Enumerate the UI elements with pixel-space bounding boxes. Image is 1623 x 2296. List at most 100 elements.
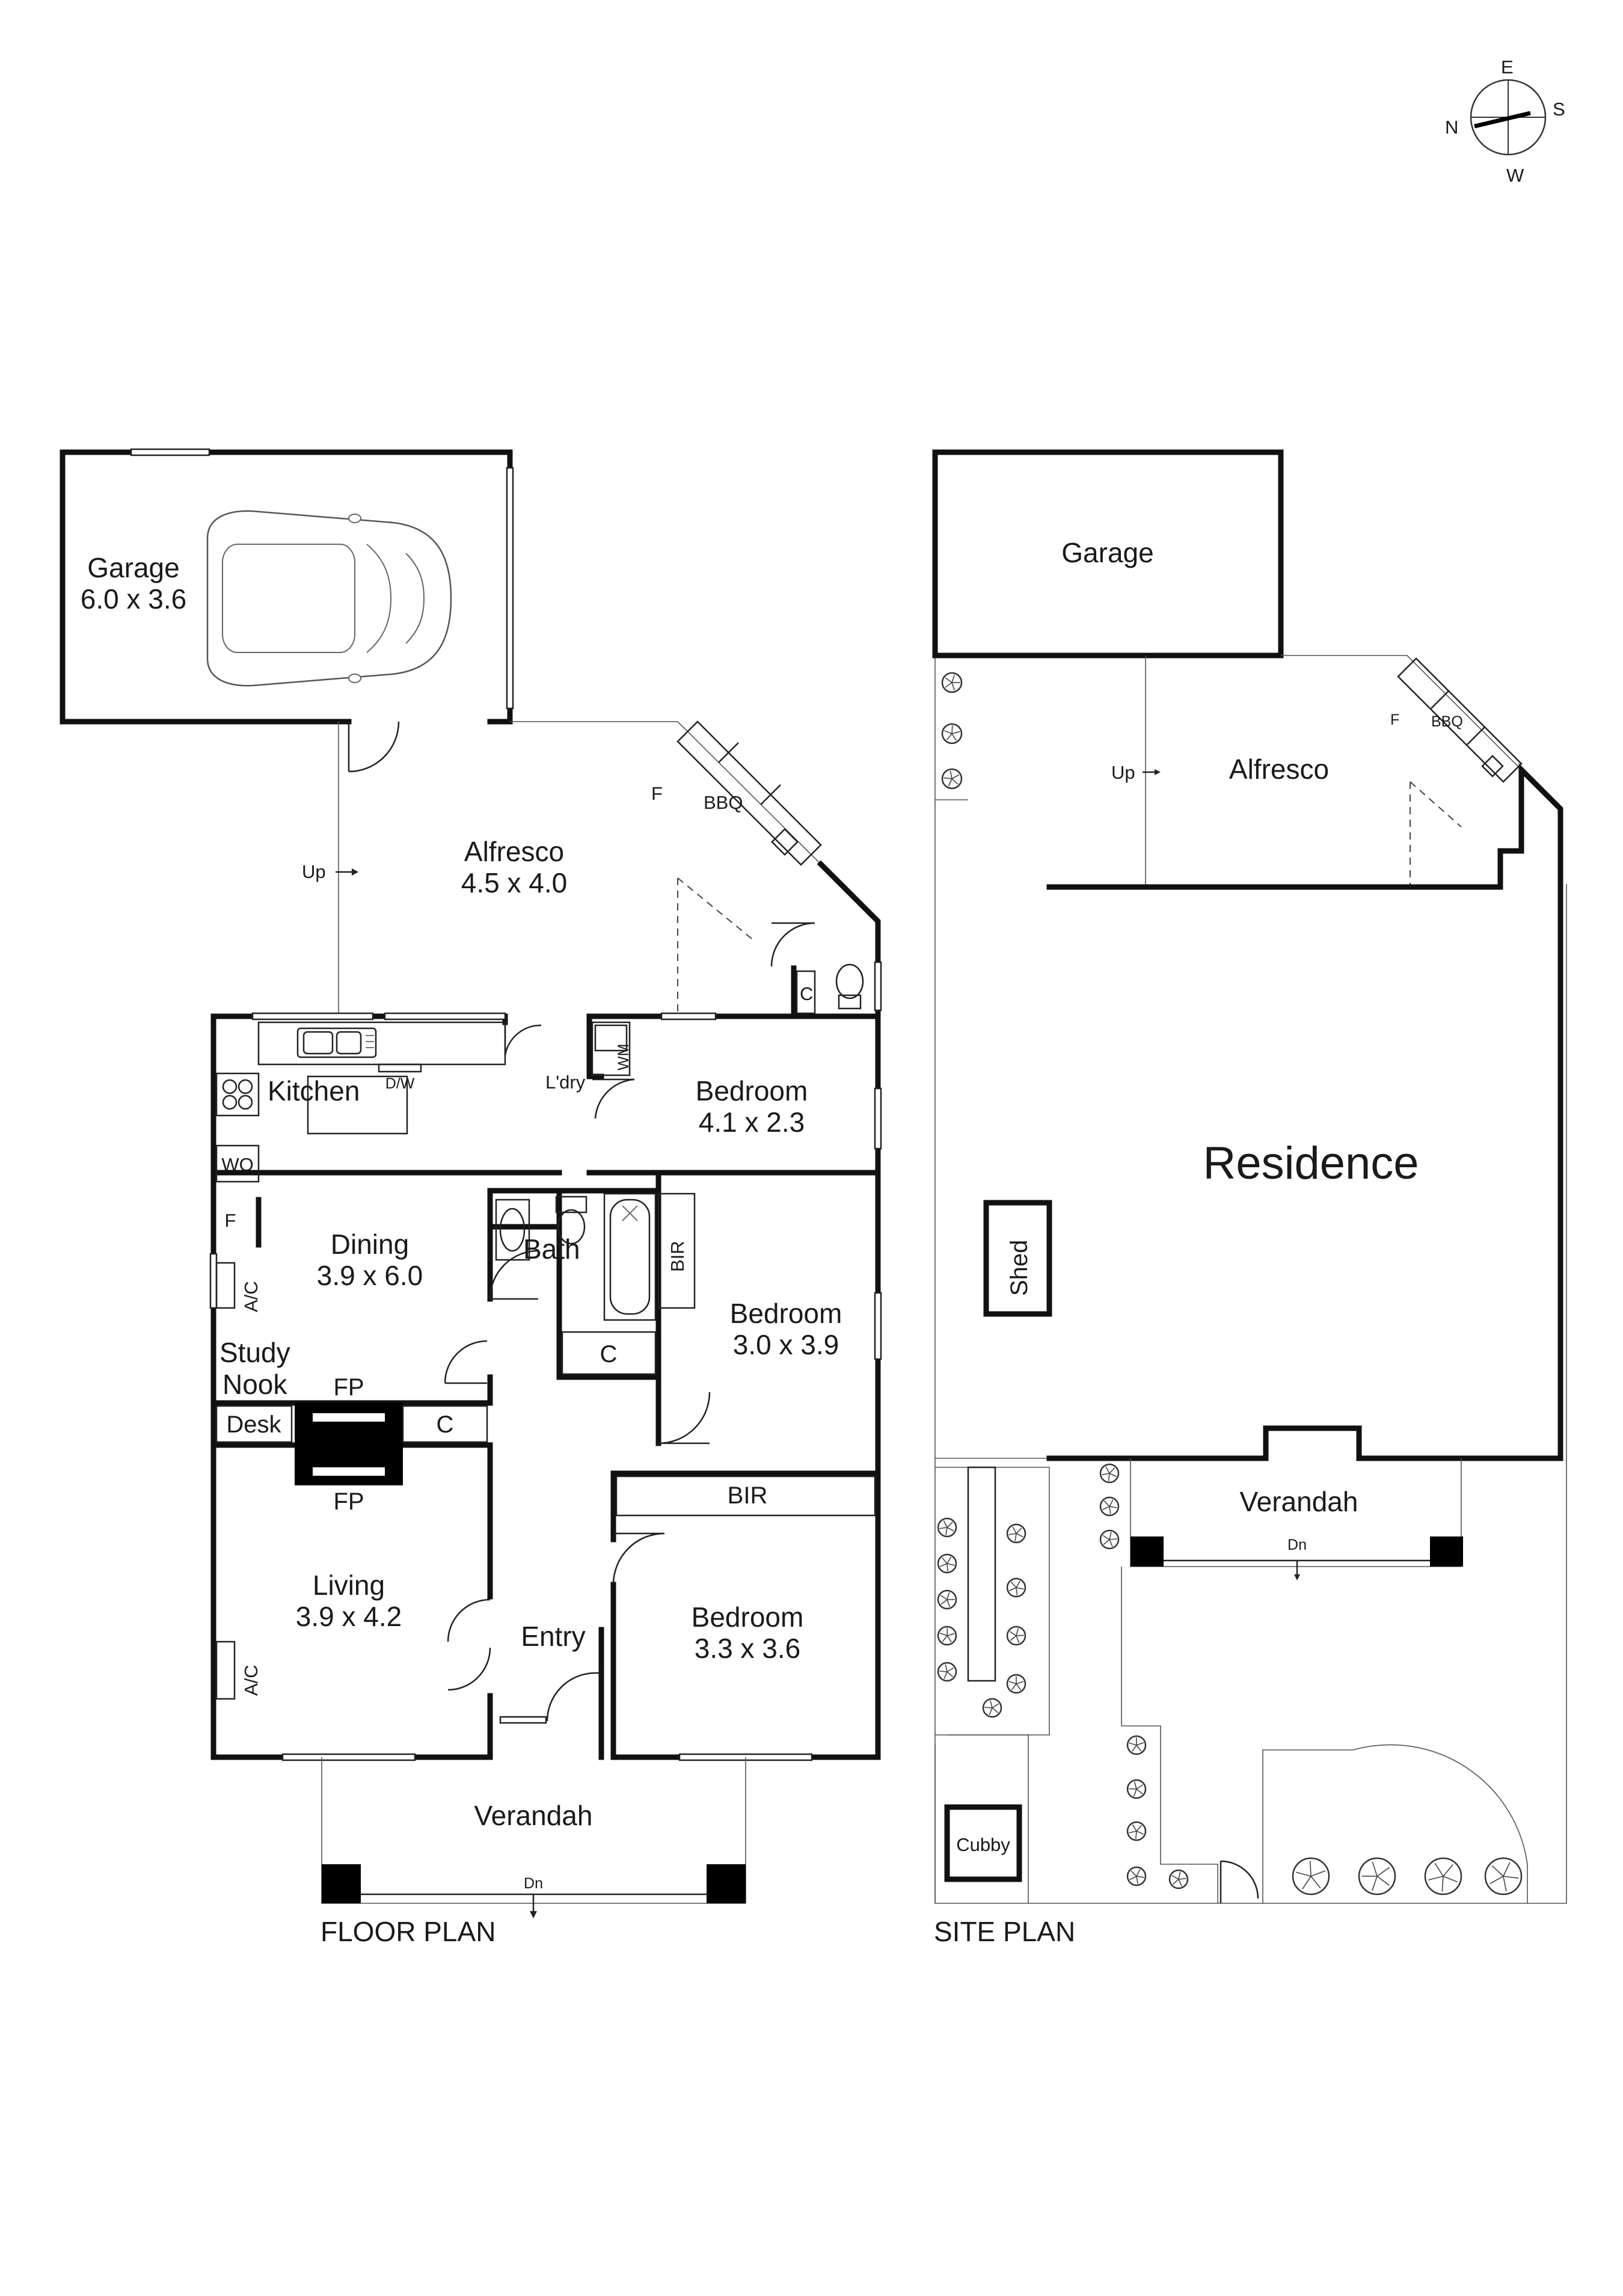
residence-label: Residence — [1203, 1138, 1419, 1189]
site-bbq-label: BBQ — [1431, 713, 1463, 730]
shrub-icon — [1099, 1463, 1120, 1484]
bath-cupboard-label: C — [600, 1341, 618, 1367]
floor-plan: Garage 6.0 x 3.6 F BBQ C — [60, 448, 882, 1947]
compass-north: N — [1445, 117, 1458, 138]
living-label: Living — [313, 1570, 385, 1601]
shrub-icon — [1099, 1529, 1120, 1550]
site-up-label: Up — [1111, 762, 1135, 783]
bedroom3-label: Bedroom — [692, 1601, 804, 1633]
entry-hall: Entry — [444, 1224, 604, 1760]
shrub-icon — [1099, 1496, 1120, 1517]
compass-south: S — [1553, 99, 1565, 120]
entry-label: Entry — [521, 1621, 585, 1652]
cubby: Cubby — [944, 1804, 1022, 1882]
site-garage: Garage — [932, 449, 1284, 658]
verandah-label: Verandah — [474, 1800, 593, 1831]
bath-basin-icon — [495, 1199, 530, 1261]
shrub-icon — [1126, 1779, 1147, 1799]
site-verandah: Verandah Dn — [1130, 1458, 1463, 1580]
compass-needle — [1474, 111, 1531, 129]
bedroom2-label: Bedroom — [730, 1298, 842, 1329]
dishwasher-label: D/W — [385, 1075, 415, 1092]
bedroom3-dims: 3.3 x 3.6 — [695, 1633, 800, 1664]
shrub-icon — [937, 1553, 957, 1574]
shrub-icon — [982, 1698, 1002, 1718]
study-cupboard-label: C — [437, 1411, 454, 1438]
dining-room: Dining 3.9 x 6.0 A/C — [215, 1229, 423, 1312]
shrub-icon — [937, 1589, 957, 1610]
garage-label: Garage — [87, 552, 179, 583]
compass-west: W — [1506, 165, 1524, 186]
sink-icon — [296, 1027, 377, 1058]
alfresco-dims: 4.5 x 4.0 — [461, 867, 567, 898]
bedroom-1: Bedroom 4.1 x 2.3 — [696, 1075, 808, 1138]
shrub-icon — [941, 672, 963, 693]
shrub-icon — [1424, 1857, 1462, 1895]
laundry-room: WM L'dry — [545, 1021, 632, 1093]
living-room: Living 3.9 x 4.2 A/C — [215, 1442, 493, 1760]
kitchen-fridge-label: F — [225, 1210, 236, 1231]
fireplace-top-label: FP — [333, 1374, 364, 1401]
alfresco-cupboard-label: C — [800, 983, 813, 1004]
shrub-icon — [937, 1662, 957, 1682]
site-dn-label: Dn — [1287, 1536, 1307, 1553]
shrub-icon — [1126, 1866, 1147, 1886]
shrub-icon — [1006, 1523, 1026, 1544]
site-plan-title: SITE PLAN — [934, 1916, 1075, 1947]
fireplace-bottom-label: FP — [333, 1488, 364, 1515]
bath-toilet-icon — [555, 1196, 588, 1245]
shrub-icon — [1484, 1857, 1523, 1895]
desk-label: Desk — [226, 1411, 281, 1438]
bath-bir-label: BIR — [667, 1241, 688, 1272]
alfresco-area: F BBQ C Alfresco 4.5 x 4.0 Up — [302, 720, 882, 1019]
bedroom1-label: Bedroom — [696, 1075, 808, 1107]
kitchen-room: D/W WO Kitchen F — [215, 1021, 506, 1248]
bathroom: Bath BIR C — [487, 1170, 711, 1446]
plants — [937, 672, 1523, 1895]
laundry-label: L'dry — [545, 1072, 586, 1093]
site-garage-label: Garage — [1061, 537, 1153, 568]
bedroom-3: BIR Bedroom 3.3 x 3.6 — [610, 1470, 881, 1717]
compass-east: E — [1501, 57, 1514, 78]
alfresco-up-label: Up — [302, 861, 326, 882]
shrub-icon — [937, 1517, 957, 1538]
floor-plan-title: FLOOR PLAN — [321, 1916, 495, 1947]
site-alfresco: F BBQ Alfresco Up — [935, 655, 1523, 887]
site-boundary — [934, 655, 1567, 1904]
site-fridge-label: F — [1390, 711, 1399, 728]
alfresco-bbq-label: BBQ — [704, 792, 743, 813]
garage-room: Garage 6.0 x 3.6 — [60, 448, 514, 773]
shrub-icon — [941, 723, 963, 744]
bathtub-icon — [603, 1193, 657, 1321]
shrub-icon — [1006, 1674, 1026, 1694]
verandah-dn-label: Dn — [524, 1875, 543, 1892]
garage-dims: 6.0 x 3.6 — [81, 583, 186, 615]
alfresco-fridge-label: F — [651, 783, 663, 804]
shrub-icon — [1358, 1857, 1396, 1895]
house-walls — [209, 1012, 882, 1761]
cooktop-icon — [215, 1072, 260, 1117]
study-label-line1: Study — [219, 1337, 290, 1368]
shed-label: Shed — [1006, 1240, 1032, 1296]
kitchen-label: Kitchen — [268, 1075, 360, 1107]
dining-ac-label: A/C — [241, 1281, 262, 1312]
shrub-icon — [1168, 1869, 1189, 1889]
site-alfresco-label: Alfresco — [1229, 754, 1329, 785]
bath-label: Bath — [523, 1233, 580, 1265]
shrub-icon — [1292, 1857, 1330, 1895]
shrub-icon — [941, 768, 963, 790]
shed: Shed — [983, 1200, 1052, 1317]
bedroom-2: Bedroom 3.0 x 3.9 — [730, 1298, 842, 1360]
washing-machine-label: WM — [615, 1044, 632, 1070]
site-verandah-label: Verandah — [1240, 1486, 1358, 1517]
shrub-icon — [1006, 1577, 1026, 1598]
shrub-icon — [1006, 1625, 1026, 1646]
residence: Residence — [1046, 763, 1563, 1461]
cubby-label: Cubby — [956, 1834, 1010, 1855]
shrub-icon — [937, 1625, 957, 1646]
living-dims: 3.9 x 4.2 — [296, 1601, 402, 1632]
dining-dims: 3.9 x 6.0 — [317, 1260, 423, 1291]
front-verandah: Verandah Dn — [321, 1757, 746, 1918]
compass: E N S W — [1445, 57, 1565, 186]
